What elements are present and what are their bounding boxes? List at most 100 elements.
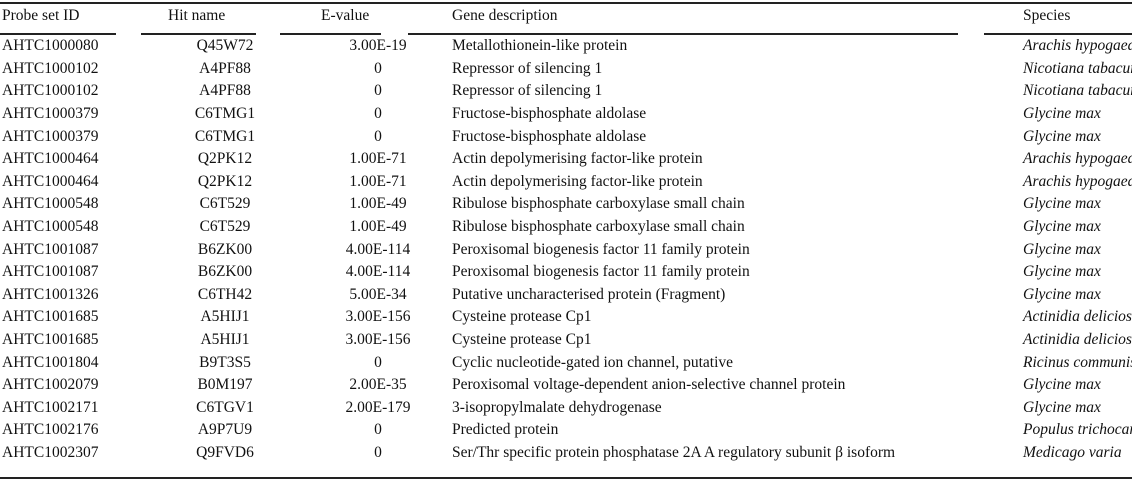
table-top-rule <box>0 2 1132 4</box>
species-cell: Glycine max <box>1023 263 1101 281</box>
hit-name-cell: B6ZK00 <box>197 263 253 281</box>
e-value-cell: 2.00E-179 <box>345 398 411 416</box>
species-cell: Glycine max <box>1023 376 1101 394</box>
header-rule-species <box>984 33 1132 35</box>
e-value-cell: 0 <box>374 443 382 461</box>
species-cell: Actinidia deliciosa <box>1023 331 1132 349</box>
hit-name-cell: Q2PK12 <box>197 150 253 168</box>
probe-set-id-cell: AHTC1001685 <box>2 331 99 349</box>
probe-set-id-cell: AHTC1002171 <box>2 398 99 416</box>
hit-name-cell: C6T529 <box>199 218 251 236</box>
species-cell: Arachis hypogaea <box>1023 37 1132 55</box>
table-row: AHTC1000080 Q45W72 3.00E-19 Metallothionein… <box>0 35 1132 58</box>
probe-set-id-cell: AHTC1000102 <box>2 59 99 77</box>
probe-set-id-cell: AHTC1000379 <box>2 127 99 145</box>
gene-description-cell: Repressor of silencing 1 <box>452 59 603 77</box>
hit-name-cell: C6TGV1 <box>196 398 254 416</box>
table-body: AHTC1000080 Q45W72 3.00E-19 Metallothionein… <box>0 35 1132 464</box>
e-value-cell: 1.00E-49 <box>349 195 407 213</box>
gene-description-cell: 3-isopropylmalate dehydrogenase <box>452 398 662 416</box>
gene-description-cell: Peroxisomal biogenesis factor 11 family … <box>452 240 750 258</box>
e-value-cell: 0 <box>374 353 382 371</box>
e-value-cell: 0 <box>374 421 382 439</box>
header-spacer <box>0 28 1132 35</box>
species-cell: Medicago varia <box>1023 443 1122 461</box>
e-value-cell: 5.00E-34 <box>349 285 407 303</box>
table-row: AHTC1001326 C6TH42 5.00E-34 Putative unchar… <box>0 284 1132 307</box>
e-value-cell: 1.00E-49 <box>349 218 407 236</box>
e-value-cell: 4.00E-114 <box>345 263 411 281</box>
hit-name-cell: C6TH42 <box>197 285 253 303</box>
table-row: AHTC1002171 C6TGV1 2.00E-179 3-isopropylmal… <box>0 397 1132 420</box>
probe-set-id-cell: AHTC1000102 <box>2 82 99 100</box>
hit-name-cell: B6ZK00 <box>197 240 253 258</box>
gene-description-cell: Actin depolymerising factor-like protein <box>452 150 703 168</box>
e-value-cell: 3.00E-156 <box>345 331 411 349</box>
header-rule-evalue <box>280 33 381 35</box>
gene-description-cell: Actin depolymerising factor-like protein <box>452 172 703 190</box>
gene-description-cell: Cysteine protease Cp1 <box>452 308 592 326</box>
gene-description-cell: Putative uncharacterised protein (Fragme… <box>452 285 726 303</box>
probe-set-id-cell: AHTC1000464 <box>2 150 99 168</box>
e-value-cell: 0 <box>374 59 382 77</box>
header-row: Probe set ID Hit name E-value Gene descr… <box>0 4 1132 28</box>
probe-set-id-cell: AHTC1002307 <box>2 443 99 461</box>
gene-description-cell: Ser/Thr specific protein phosphatase 2A … <box>452 443 896 461</box>
column-header-e-value: E-value <box>321 7 370 24</box>
species-cell: Glycine max <box>1023 285 1101 303</box>
hit-name-cell: A5HIJ1 <box>200 308 250 326</box>
gene-annotation-table: Probe set ID Hit name E-value Gene descr… <box>0 4 1132 464</box>
probe-set-id-cell: AHTC1002176 <box>2 421 99 439</box>
hit-name-cell: A4PF88 <box>199 82 251 100</box>
species-cell: Nicotiana tabacum <box>1023 59 1132 77</box>
table-row: AHTC1000548 C6T529 1.00E-49 Ribulose bispho… <box>0 216 1132 239</box>
probe-set-id-cell: AHTC1001087 <box>2 240 99 258</box>
table-row: AHTC1001685 A5HIJ1 3.00E-156 Cysteine prote… <box>0 329 1132 352</box>
probe-set-id-cell: AHTC1000548 <box>2 218 99 236</box>
table-row: AHTC1001087 B6ZK00 4.00E-114 Peroxisomal bi… <box>0 261 1132 284</box>
species-cell: Ricinus communis <box>1023 353 1132 371</box>
e-value-cell: 2.00E-35 <box>349 376 407 394</box>
species-cell: Glycine max <box>1023 195 1101 213</box>
probe-set-id-cell: AHTC1002079 <box>2 376 99 394</box>
hit-name-cell: Q9FVD6 <box>196 443 254 461</box>
species-cell: Populus trichocarpa <box>1023 421 1132 439</box>
column-header-species: Species <box>1023 7 1071 24</box>
hit-name-cell: C6TMG1 <box>194 105 256 123</box>
gene-description-cell: Cyclic nucleotide-gated ion channel, put… <box>452 353 734 371</box>
hit-name-cell: B0M197 <box>197 376 253 394</box>
probe-set-id-cell: AHTC1000548 <box>2 195 99 213</box>
species-cell: Glycine max <box>1023 240 1101 258</box>
hit-name-cell: Q45W72 <box>196 37 254 55</box>
species-cell: Glycine max <box>1023 218 1101 236</box>
header-rule-description <box>408 33 958 35</box>
e-value-cell: 0 <box>374 105 382 123</box>
gene-description-cell: Ribulose bisphosphate carboxylase small … <box>452 218 745 236</box>
probe-set-id-cell: AHTC1000080 <box>2 37 99 55</box>
probe-set-id-cell: AHTC1000379 <box>2 105 99 123</box>
probe-set-id-cell: AHTC1000464 <box>2 172 99 190</box>
hit-name-cell: Q2PK12 <box>197 172 253 190</box>
e-value-cell: 3.00E-19 <box>349 37 407 55</box>
species-cell: Arachis hypogaea <box>1023 172 1132 190</box>
hit-name-cell: B9T3S5 <box>199 353 251 371</box>
gene-description-cell: Cysteine protease Cp1 <box>452 331 592 349</box>
probe-set-id-cell: AHTC1001326 <box>2 285 99 303</box>
gene-description-cell: Fructose-bisphosphate aldolase <box>452 127 647 145</box>
hit-name-cell: C6T529 <box>199 195 251 213</box>
gene-description-cell: Ribulose bisphosphate carboxylase small … <box>452 195 745 213</box>
e-value-cell: 0 <box>374 82 382 100</box>
gene-description-cell: Metallothionein-like protein <box>452 37 628 55</box>
e-value-cell: 3.00E-156 <box>345 308 411 326</box>
table-header: Probe set ID Hit name E-value Gene descr… <box>0 4 1132 35</box>
probe-set-id-cell: AHTC1001087 <box>2 263 99 281</box>
gene-description-cell: Peroxisomal biogenesis factor 11 family … <box>452 263 750 281</box>
hit-name-cell: A5HIJ1 <box>200 331 250 349</box>
